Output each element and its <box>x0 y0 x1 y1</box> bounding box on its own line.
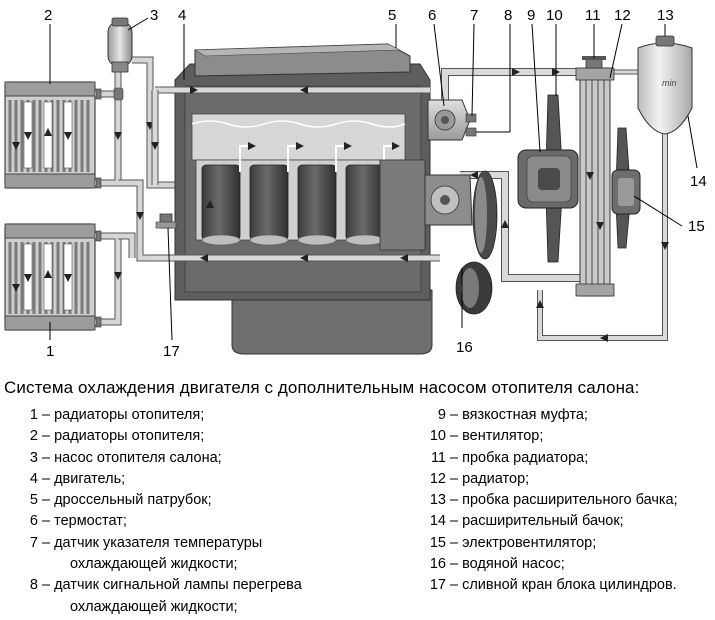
legend-number: 8 <box>29 577 38 594</box>
callout-14: 14 <box>690 173 707 190</box>
legend-number: 12 <box>429 470 446 487</box>
legend-item: 1 – радиаторы отопителя; <box>22 405 302 426</box>
callout-1: 1 <box>46 343 54 360</box>
legend-number: 11 <box>430 449 446 466</box>
legend-text: – водяной насос; <box>450 556 565 573</box>
temp-gauge-sensor <box>465 113 477 123</box>
legend-number: 16 <box>429 556 446 573</box>
legend-text: – расширительный бачок; <box>450 513 624 530</box>
callout-6: 6 <box>428 7 436 24</box>
heater-radiator-2 <box>4 81 96 189</box>
legend-number: 1 <box>29 407 38 423</box>
legend-text: – сливной кран блока цилиндров. <box>450 577 677 594</box>
legend-number: 17 <box>429 577 446 594</box>
tank-min-label: min <box>662 78 677 88</box>
legend-number: 9 <box>437 407 446 423</box>
legend-item: 3 – насос отопителя салона; <box>22 448 302 469</box>
cooling-system-diagram: min 2 3 4 5 6 7 8 9 10 11 12 13 <box>4 7 707 360</box>
legend-item: 17 – сливной кран блока цилиндров. <box>420 575 678 596</box>
legend-number: 13 <box>429 492 446 509</box>
legend-item: 6 – термостат; <box>22 511 302 532</box>
callout-12: 12 <box>614 7 631 24</box>
overheat-lamp-sensor <box>465 127 477 137</box>
caption-title: Система охлаждения двигателя с дополните… <box>4 378 640 397</box>
throttle-body <box>193 43 411 77</box>
callout-3: 3 <box>150 7 158 24</box>
legend-item: 16 – водяной насос; <box>420 554 678 575</box>
callout-16: 16 <box>456 339 473 356</box>
expansion-tank: min <box>637 42 693 135</box>
legend-text-continued: охлаждающей жидкости; <box>70 556 238 573</box>
legend-number: 15 <box>429 534 446 551</box>
legend-text: – радиаторы отопителя; <box>42 428 205 445</box>
heater-pump <box>107 17 133 73</box>
viscous-coupling <box>517 149 579 209</box>
callout-2: 2 <box>44 7 52 24</box>
callout-15: 15 <box>688 218 705 235</box>
electric-fan <box>611 127 641 249</box>
legend-item: 14 – расширительный бачок; <box>420 511 678 532</box>
callout-17: 17 <box>163 343 180 360</box>
legend-number: 7 <box>29 534 38 551</box>
callout-13: 13 <box>657 7 674 24</box>
radiator <box>575 67 615 297</box>
callout-8: 8 <box>504 7 512 24</box>
thermostat <box>427 99 471 141</box>
legend-text: – пробка радиатора; <box>450 449 589 466</box>
callout-numbers: 2 3 4 5 6 7 8 9 10 11 12 13 14 15 16 17 … <box>44 7 707 360</box>
water-pump <box>424 170 498 315</box>
heater-radiator-1 <box>4 223 96 331</box>
callout-11: 11 <box>585 7 601 24</box>
legend-right: 9 – вязкостная муфта; 10 – вентилятор; 1… <box>420 405 678 597</box>
legend-text: – датчик указателя температуры <box>42 534 263 551</box>
legend-item: 5 – дроссельный патрубок; <box>22 490 302 511</box>
engine <box>174 63 433 355</box>
legend-text: – радиаторы отопителя; <box>42 407 205 423</box>
expansion-tank-cap <box>655 35 675 47</box>
callout-5: 5 <box>388 7 396 24</box>
callout-10: 10 <box>546 7 563 24</box>
legend-item: 12 – радиатор; <box>420 469 678 490</box>
legend-text: – радиатор; <box>450 470 530 487</box>
callout-7: 7 <box>470 7 478 24</box>
legend-number: 2 <box>29 428 38 445</box>
legend-item: 2 – радиаторы отопителя; <box>22 426 302 447</box>
legend-text: – дроссельный патрубок; <box>42 492 212 509</box>
callout-9: 9 <box>527 7 535 24</box>
legend-number: 14 <box>429 513 446 530</box>
callout-4: 4 <box>178 7 186 24</box>
legend-number: 3 <box>29 449 38 466</box>
legend-number: 10 <box>429 428 446 445</box>
legend-item: 8 – датчик сигнальной лампы перегрева ох… <box>22 575 302 618</box>
legend-left: 1 – радиаторы отопителя; 2 – радиаторы о… <box>22 405 302 618</box>
legend-text: – вязкостная муфта; <box>450 407 588 423</box>
legend-item: 4 – двигатель; <box>22 469 302 490</box>
legend-text: – термостат; <box>42 513 127 530</box>
legend-item: 7 – датчик указателя температуры охлажда… <box>22 533 302 576</box>
legend-text: – вентилятор; <box>450 428 544 445</box>
legend-number: 5 <box>29 492 38 509</box>
legend-text: – насос отопителя салона; <box>42 449 222 466</box>
legend-text: – пробка расширительного бачка; <box>450 492 678 509</box>
heater-hoses <box>95 56 175 326</box>
legend-text-continued: охлаждающей жидкости; <box>70 598 238 615</box>
leader-lines <box>49 17 698 341</box>
legend-item: 11 – пробка радиатора; <box>420 448 678 469</box>
legend-text: – двигатель; <box>42 470 126 487</box>
legend-item: 13 – пробка расширительного бачка; <box>420 490 678 511</box>
hose-clamps <box>95 87 124 328</box>
legend-item: 10 – вентилятор; <box>420 426 678 447</box>
legend-item: 15 – электровентилятор; <box>420 533 678 554</box>
legend-number: 4 <box>29 470 38 487</box>
drain-cock <box>155 213 177 229</box>
legend-text: – датчик сигнальной лампы перегрева <box>42 577 302 594</box>
legend-text: – электровентилятор; <box>450 534 597 551</box>
legend-number: 6 <box>29 513 38 530</box>
legend-item: 9 – вязкостная муфта; <box>420 405 678 426</box>
